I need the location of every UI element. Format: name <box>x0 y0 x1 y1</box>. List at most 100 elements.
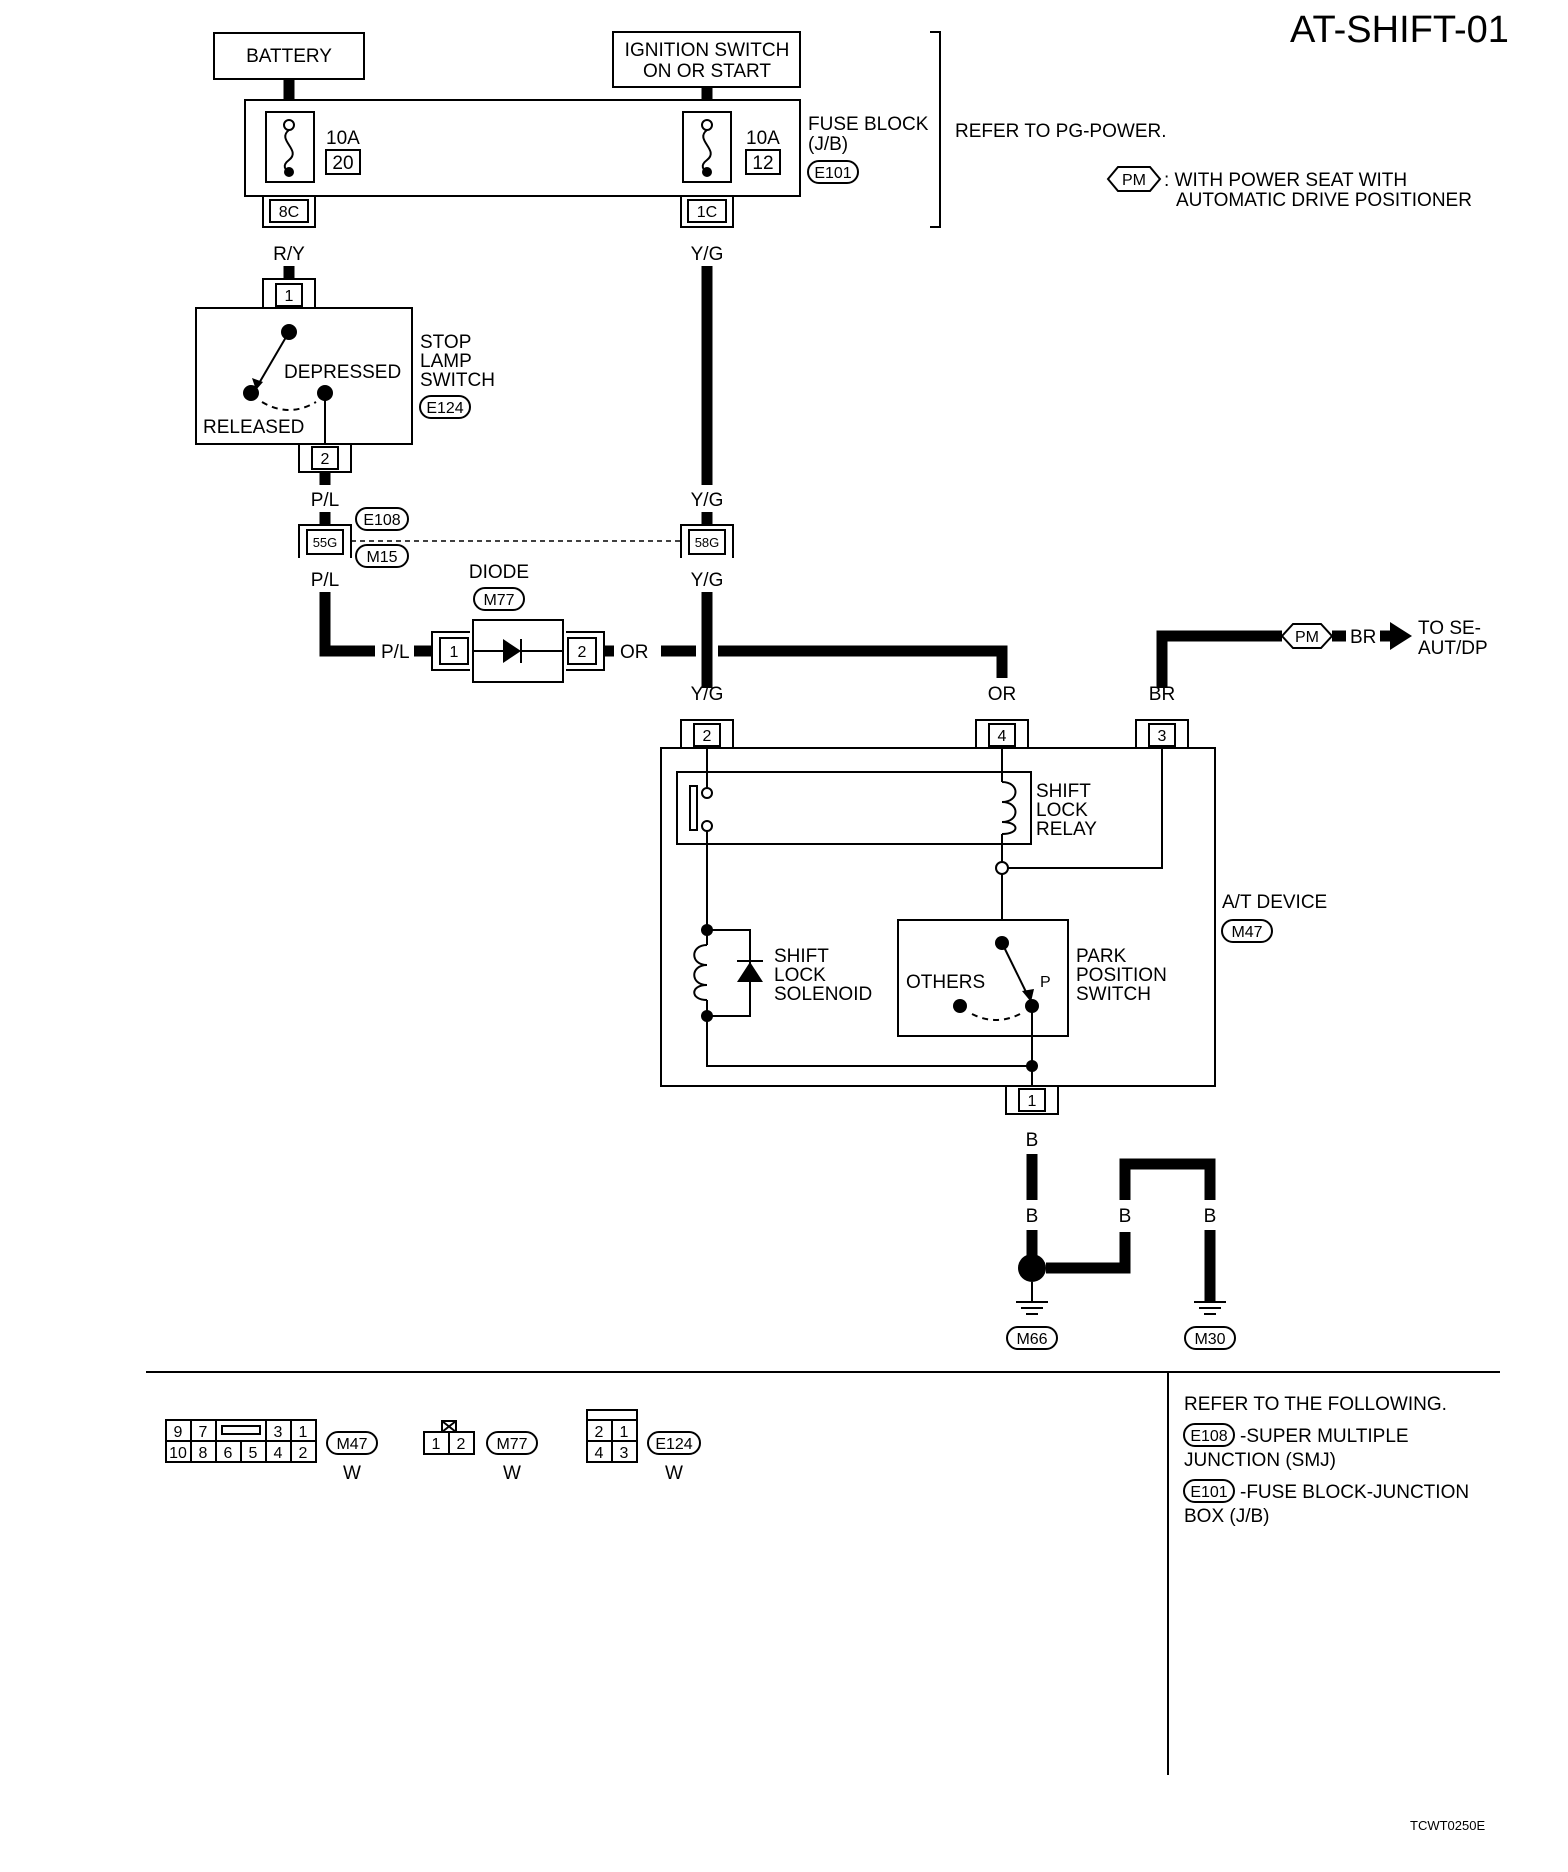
diode-terminal-1: 1 <box>450 644 459 661</box>
m47-pin-top-1: 9 <box>174 1424 183 1441</box>
ignition-label-line2: ON OR START <box>643 61 771 82</box>
ref1-connector: E108 <box>1190 1428 1227 1445</box>
connector-view-e124: 2 1 4 3 E124 W <box>586 1409 701 1484</box>
battery-label: BATTERY <box>246 46 332 67</box>
e124-pin-bottom-2: 3 <box>620 1445 629 1462</box>
solenoid-diode-triangle <box>737 962 763 982</box>
b-wire-bridge <box>1119 1158 1216 1200</box>
m47-view-name: M47 <box>336 1436 367 1453</box>
at-terminal-1: 1 <box>1028 1093 1037 1110</box>
m77-view-name: M77 <box>496 1436 527 1453</box>
fuse-20-number-box <box>325 149 361 175</box>
stop-lamp-terminal-1: 1 <box>285 288 294 305</box>
m47-pin-top-2: 7 <box>199 1424 208 1441</box>
fuse-20-bottom-terminal <box>284 167 294 177</box>
smj-m15: M15 <box>366 549 397 566</box>
m47-pin-top-3: 3 <box>274 1424 283 1441</box>
ground-m30-badge <box>1184 1326 1236 1350</box>
stop-lamp-released-contact <box>243 385 259 401</box>
refer-pg-power: REFER TO PG-POWER. <box>955 121 1167 142</box>
relay-to-br-wire <box>1008 748 1163 869</box>
ref1-connector-badge <box>1183 1423 1235 1447</box>
relay-label-line1: SHIFT <box>1036 781 1091 802</box>
relay-contact-bar <box>689 785 698 831</box>
at-conn2 <box>693 723 721 747</box>
wire-color-r-y: R/Y <box>273 244 305 265</box>
figure-id: TCWT0250E <box>1410 1818 1485 1833</box>
ref2-connector-badge <box>1183 1479 1235 1503</box>
relay-coil-node <box>995 861 1009 875</box>
diode-pin1-box <box>439 637 469 665</box>
ground-m66: M66 <box>1016 1331 1047 1348</box>
stop-lamp-conn2 <box>311 446 339 470</box>
stop-lamp-connector: E124 <box>426 400 463 417</box>
solenoid-label-line2: LOCK <box>774 965 826 986</box>
stop-lamp-conn1-shell <box>262 278 316 307</box>
m77-view-color: W <box>503 1463 521 1484</box>
smj-e108: E108 <box>363 512 400 529</box>
e124-pin-top-1: 2 <box>595 1424 604 1441</box>
fuse-block-connector-badge <box>807 160 859 184</box>
ref1-line1: -SUPER MULTIPLE <box>1240 1426 1409 1447</box>
at-device-label: A/T DEVICE <box>1222 892 1327 913</box>
terminal-58g: 58G <box>695 535 720 550</box>
stop-lamp-switch-box <box>195 307 413 445</box>
at-conn3 <box>1148 723 1176 747</box>
to-se-line2: AUT/DP <box>1418 638 1488 659</box>
wire-color-b-4: B <box>1204 1206 1217 1227</box>
wire-color-p-l-2: P/L <box>311 570 340 591</box>
diode-connector: M77 <box>483 592 514 609</box>
smj-e108-badge <box>355 507 409 531</box>
br-wire <box>1156 630 1282 688</box>
pm-note-line2: AUTOMATIC DRIVE POSITIONER <box>1176 190 1472 211</box>
fuse-block-connector: E101 <box>814 165 851 182</box>
connector-8c <box>269 199 309 223</box>
diode-terminal-2: 2 <box>578 644 587 661</box>
smj-58g-shell <box>680 524 734 558</box>
at-conn4-shell <box>975 719 1029 748</box>
connector-view-m77: 1 2 M77 W <box>423 1420 538 1484</box>
to-se-arrow-icon <box>1390 622 1412 650</box>
diode-connector-badge <box>473 587 525 611</box>
solenoid-label-line3: SOLENOID <box>774 984 872 1005</box>
b-wire-jumper <box>1046 1232 1131 1274</box>
solenoid-ground-wire <box>706 1016 1032 1067</box>
m47-pin-bottom-5: 4 <box>274 1445 283 1462</box>
fuse-12-number-box <box>745 149 781 175</box>
diode-label: DIODE <box>469 562 529 583</box>
fuse-12-rating: 10A <box>746 128 780 149</box>
relay-contact-upper <box>701 787 713 799</box>
park-switch-travel-arc <box>971 1013 1021 1021</box>
park-switch-label-line2: POSITION <box>1076 965 1167 986</box>
park-switch-arm-arrow <box>1022 989 1034 1002</box>
ground-m66-badge <box>1006 1326 1058 1350</box>
connector-1c <box>687 199 727 223</box>
ground-m30: M30 <box>1194 1331 1225 1348</box>
relay-label-line2: LOCK <box>1036 800 1088 821</box>
stop-lamp-released-label: RELEASED <box>203 417 304 438</box>
ref2-line1: -FUSE BLOCK-JUNCTION <box>1240 1482 1469 1503</box>
wire-color-y-g-2: Y/G <box>691 490 724 511</box>
wire-color-y-g-top: Y/G <box>691 244 724 265</box>
park-switch-box <box>897 919 1069 1037</box>
stop-lamp-arm-arrow <box>252 378 263 390</box>
to-se-line1: TO SE- <box>1418 618 1481 639</box>
wire-color-p-l-1: P/L <box>311 490 340 511</box>
relay-label-line3: RELAY <box>1036 819 1097 840</box>
m77-pin-2: 2 <box>457 1436 466 1453</box>
fuse-20-top-terminal <box>283 119 295 131</box>
battery-box <box>213 32 365 80</box>
pm-badge-legend <box>1106 166 1162 192</box>
m77-pin-1: 1 <box>432 1436 441 1453</box>
wire-color-br-1: BR <box>1350 627 1376 648</box>
fuse-20-number: 20 <box>332 153 353 174</box>
e124-view-color: W <box>665 1463 683 1484</box>
at-conn4 <box>988 723 1016 747</box>
wire-color-b-3: B <box>1119 1206 1132 1227</box>
m47-view-color: W <box>343 1463 361 1484</box>
fuse-block-label-line1: FUSE BLOCK <box>808 114 929 135</box>
at-conn2-shell <box>680 719 734 748</box>
fuse-12-number: 12 <box>752 153 773 174</box>
wire-color-y-g-4: Y/G <box>691 684 724 705</box>
at-terminal-4: 4 <box>998 728 1007 745</box>
